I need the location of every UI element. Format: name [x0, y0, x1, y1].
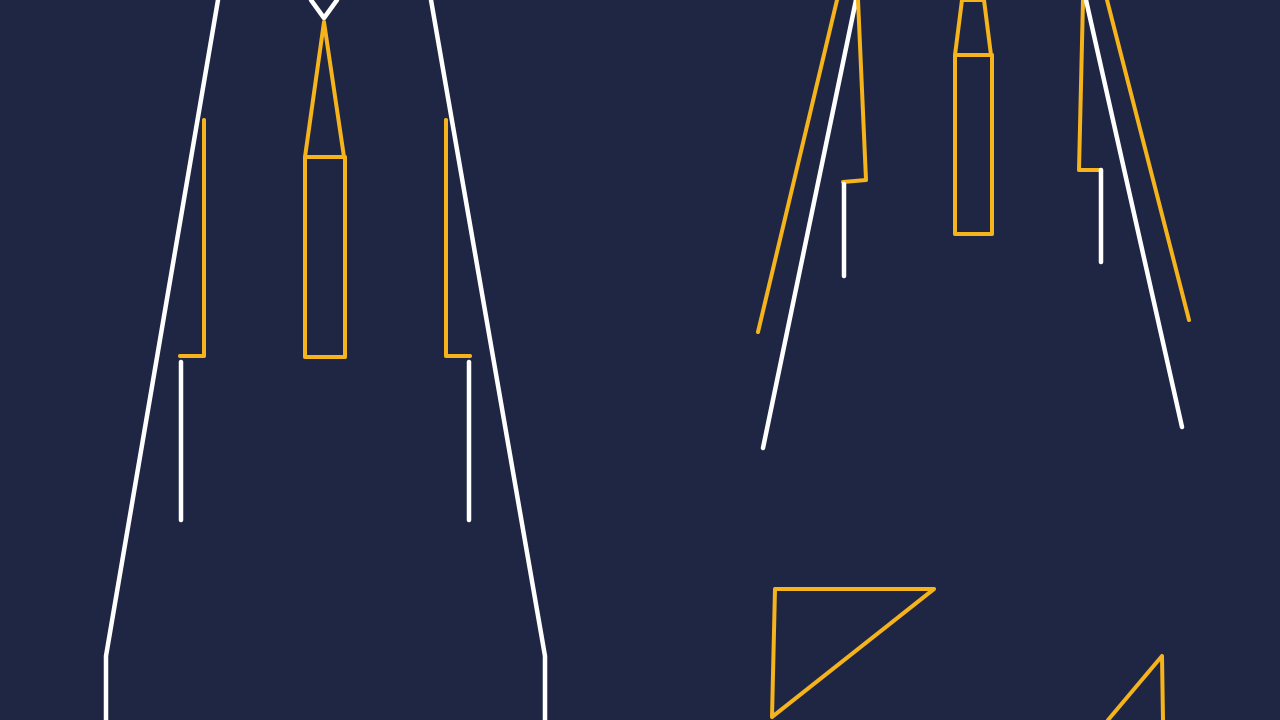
triangle-fragment-corner	[1106, 654, 1165, 720]
right-tower-outer-right-accent	[1105, 0, 1191, 322]
left-tower-spire-body	[303, 155, 347, 359]
right-tower-spire	[953, 0, 993, 57]
right-tower-outer-left-accent	[756, 0, 839, 334]
right-tower-left-edge	[760, 0, 859, 451]
right-tower	[756, 0, 1191, 451]
left-tower-left-accent	[178, 118, 206, 358]
triangle-fragment-large	[770, 587, 936, 719]
left-tower-right-accent	[444, 118, 472, 358]
left-tower-left-edge	[103, 0, 221, 720]
left-tower	[103, 0, 548, 720]
right-tower-right-edge	[1083, 0, 1185, 430]
left-tower-spire	[303, 20, 346, 159]
right-tower-spire-body	[953, 53, 994, 236]
left-tower-right-edge	[428, 0, 548, 720]
left-tower-top-notch	[308, 0, 340, 21]
right-tower-left-step	[841, 0, 868, 184]
right-tower-right-step	[1077, 0, 1103, 172]
triangle-fragments	[770, 587, 1165, 720]
